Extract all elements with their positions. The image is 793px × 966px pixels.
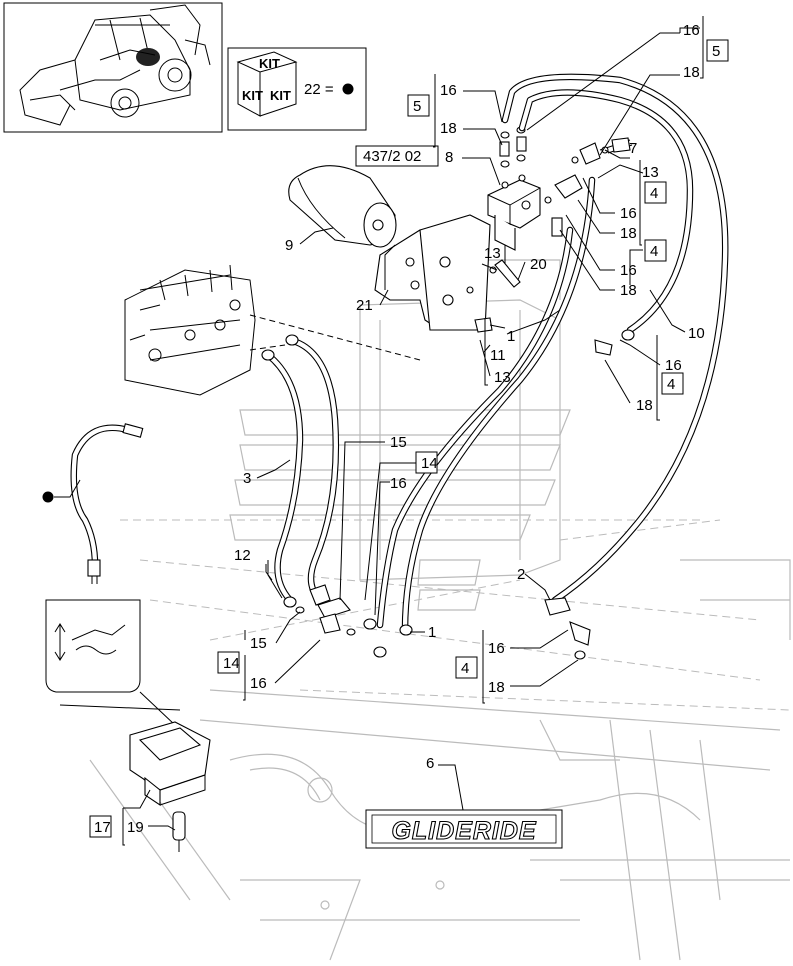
- kit-badge-right-text: KIT: [270, 88, 291, 103]
- hose-3-pair: [264, 336, 340, 604]
- kit-badge-top-text: KIT: [259, 56, 280, 71]
- callout-6: 6: [426, 755, 434, 772]
- reference-box: 437/2 02: [355, 145, 439, 167]
- kit-equation-text: 22 =: [304, 81, 334, 98]
- chassis-outline: [89, 259, 791, 961]
- callout-9: 9: [285, 237, 293, 254]
- kit-dot-icon: [42, 491, 54, 503]
- rocker-switch: [45, 599, 211, 852]
- callout-18: 18: [636, 397, 653, 414]
- machine-thumbnail: [3, 2, 223, 133]
- mounting-bracket: [374, 214, 491, 331]
- control-valve: [124, 264, 256, 396]
- callout-10: 10: [688, 325, 705, 342]
- reference-text: 437/2 02: [363, 148, 421, 165]
- callout-2: 2: [517, 566, 525, 583]
- callout-11: 11: [490, 347, 506, 364]
- callout-18: 18: [620, 282, 637, 299]
- hose-10: [518, 89, 694, 334]
- callout-14: 14: [223, 655, 240, 672]
- top-fittings: [499, 126, 633, 237]
- callout-5: 5: [712, 43, 720, 60]
- accumulator: [288, 165, 397, 248]
- bolts: [474, 137, 631, 333]
- hose-end-fittings: [261, 329, 635, 660]
- kit-badge-left-text: KIT: [242, 88, 263, 103]
- callout-4: 4: [650, 243, 658, 260]
- callout-1: 1: [428, 624, 436, 641]
- callout-15: 15: [390, 434, 407, 451]
- callout-18: 18: [488, 679, 505, 696]
- callout-16: 16: [620, 262, 637, 279]
- callout-16: 16: [620, 205, 637, 222]
- callout-18: 18: [683, 64, 700, 81]
- callout-16: 16: [683, 22, 700, 39]
- callout-4: 4: [650, 185, 658, 202]
- callout-17: 17: [94, 819, 111, 836]
- logo-text: GLIDERIDE: [391, 817, 536, 845]
- callout-boxes: [89, 39, 729, 838]
- callout-4: 4: [461, 660, 469, 677]
- callout-16: 16: [250, 675, 267, 692]
- wiring-harness: [42, 423, 144, 584]
- callout-5: 5: [413, 98, 421, 115]
- callout-leaders: [122, 16, 704, 846]
- callout-4: 4: [667, 376, 675, 393]
- callout-18: 18: [620, 225, 637, 242]
- callout-12: 12: [234, 547, 251, 564]
- callout-16: 16: [390, 475, 407, 492]
- callout-7: 7: [629, 140, 637, 157]
- callout-16: 16: [665, 357, 682, 374]
- callout-14: 14: [421, 455, 438, 472]
- callout-15: 15: [250, 635, 267, 652]
- hose-1-pair: [376, 176, 596, 634]
- callout-8: 8: [445, 149, 453, 166]
- solenoid-block: [487, 174, 541, 265]
- callout-18: 18: [440, 120, 457, 137]
- callout-labels: 16 5 18 16 5 18 8 7 13 4 16 18 4 16 18 9…: [94, 22, 720, 836]
- callout-19: 19: [127, 819, 144, 836]
- callout-20: 20: [530, 256, 547, 273]
- callout-16: 16: [488, 640, 505, 657]
- callout-16: 16: [440, 82, 457, 99]
- callout-1: 1: [507, 328, 515, 345]
- callout-13: 13: [484, 245, 501, 262]
- callout-13: 13: [642, 164, 659, 181]
- callout-3: 3: [243, 470, 251, 487]
- callout-13: 13: [494, 369, 511, 386]
- glideride-decal: GLIDERIDE: [365, 809, 563, 849]
- callout-21: 21: [356, 297, 373, 314]
- kit-dot-icon: [342, 83, 354, 95]
- kit-legend: KIT KIT KIT 22 =: [227, 47, 367, 131]
- hose-long-right: [501, 73, 729, 604]
